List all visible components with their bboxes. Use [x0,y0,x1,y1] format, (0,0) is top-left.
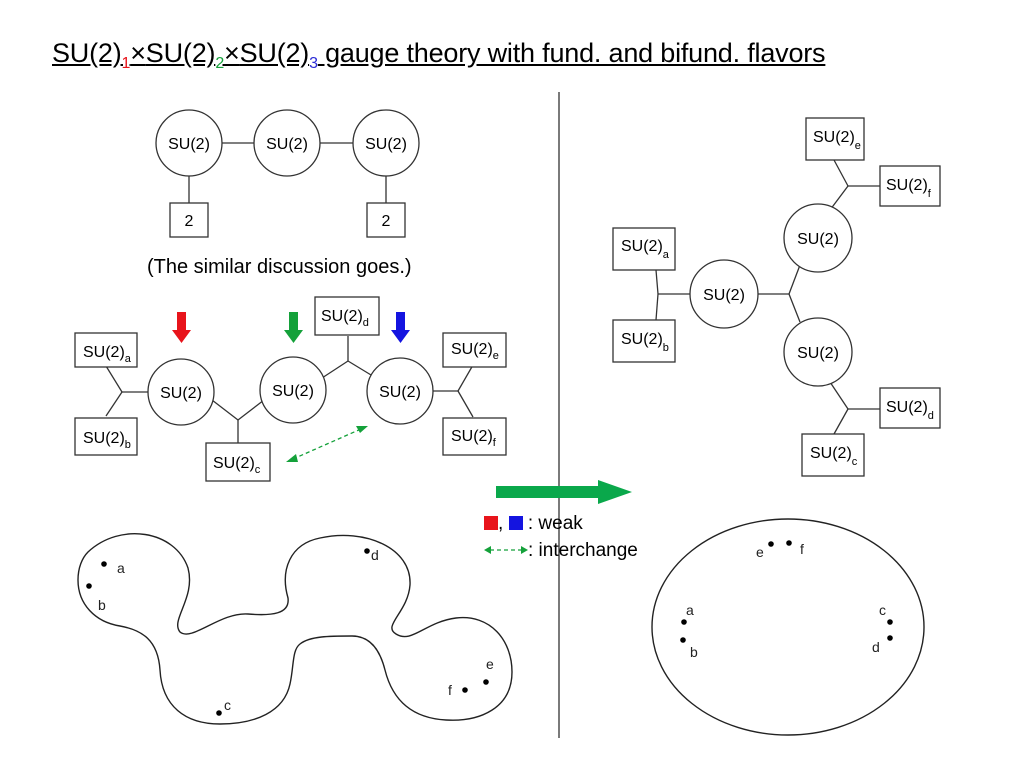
flavor-label: 2 [382,213,391,230]
gauge-node [689,259,759,329]
puncture-point [887,619,893,625]
gauge-node [783,203,853,273]
point-label-c: c [879,602,886,618]
green-arrow-icon [284,312,303,343]
red-square-icon [484,516,498,530]
flavor-box [169,202,209,238]
flavor-box-f [442,417,507,456]
surface-curve-sphere [651,518,925,736]
flavor-label-d: SU(2)d [321,308,369,329]
flavor-box-c [801,433,865,477]
quiver-trinion: SU(2) SU(2) SU(2) SU(2)a SU(2)b SU(2)c S… [74,296,507,482]
quiver-tree: SU(2) SU(2) SU(2) SU(2)a SU(2)b SU(2)c S… [612,117,941,477]
flavor-box-c [205,442,271,482]
flavor-label: 2 [185,213,194,230]
flavor-box-e [442,332,507,368]
puncture-point [768,541,774,547]
flavor-box-b [612,319,676,363]
point-label-d: d [371,547,379,563]
flavor-label-e: SU(2)e [813,129,861,152]
point-label-f: f [800,541,804,557]
gauge-node [352,109,420,177]
dashed-arrow-icon [484,546,528,554]
puncture-point [483,679,489,685]
flavor-label-e: SU(2)e [451,341,499,362]
flavor-box-d [314,296,380,336]
node-label: SU(2) [703,287,745,304]
puncture-point [786,540,792,546]
gauge-node [155,109,223,177]
flavor-box-f [879,165,941,207]
flavor-label-f: SU(2)f [886,177,932,200]
gauge-node [147,358,215,426]
discussion-note: (The similar discussion goes.) [147,256,412,278]
flavor-box-e [805,117,865,161]
title-subscript-2: 2 [215,55,225,72]
node-label: SU(2) [379,384,421,401]
node-label: SU(2) [797,345,839,362]
flavor-box-a [612,227,676,271]
quiver-linear: SU(2) SU(2) SU(2) 2 2 [155,109,420,238]
flavor-box-a [74,332,138,368]
flavor-box [366,202,406,238]
flavor-label-c: SU(2)c [213,455,261,476]
legend-weak: , : weak [484,513,583,535]
red-arrow-icon [172,312,191,343]
flavor-label-b: SU(2)b [83,430,131,451]
gauge-node [783,317,853,387]
point-label-a: a [117,560,125,576]
puncture-point [101,561,107,567]
slide-title: SU(2)1×SU(2)2×SU(2)3 gauge theory with f… [52,38,826,72]
flavor-label-a: SU(2)a [83,344,132,365]
blue-arrow-icon [391,312,410,343]
puncture-point [364,548,370,554]
gauge-node [259,356,327,424]
point-label-c: c [224,697,231,713]
flavor-label-d: SU(2)d [886,399,934,422]
point-label-a: a [686,602,694,618]
transform-arrow-icon [496,480,632,504]
puncture-point [680,637,686,643]
node-label: SU(2) [266,136,308,153]
flavor-label-f: SU(2)f [451,428,497,449]
point-label-f: f [448,682,452,698]
interchange-arrow-icon [286,426,368,462]
flavor-label-b: SU(2)b [621,331,669,354]
node-label: SU(2) [272,383,314,400]
puncture-point [86,583,92,589]
node-label: SU(2) [797,231,839,248]
flavor-box-d [879,387,941,429]
point-label-b: b [690,644,698,660]
gauge-node [253,109,321,177]
puncture-point [887,635,893,641]
node-label: SU(2) [168,136,210,153]
point-label-d: d [872,639,880,655]
title-subscript-3: 3 [309,55,318,72]
point-label-e: e [486,656,494,672]
legend-interchange: : interchange [484,540,638,562]
blue-square-icon [508,516,523,530]
node-label: SU(2) [160,385,202,402]
point-label-e: e [756,544,764,560]
puncture-point [216,710,222,716]
puncture-point [462,687,468,693]
node-label: SU(2) [365,136,407,153]
gauge-node [366,357,434,425]
puncture-point [681,619,687,625]
point-label-b: b [98,597,106,613]
flavor-label-a: SU(2)a [621,238,670,261]
flavor-box-b [74,417,138,456]
surface-curve-genus [77,533,513,725]
flavor-label-c: SU(2)c [810,445,858,468]
title-subscript-1: 1 [121,55,131,72]
